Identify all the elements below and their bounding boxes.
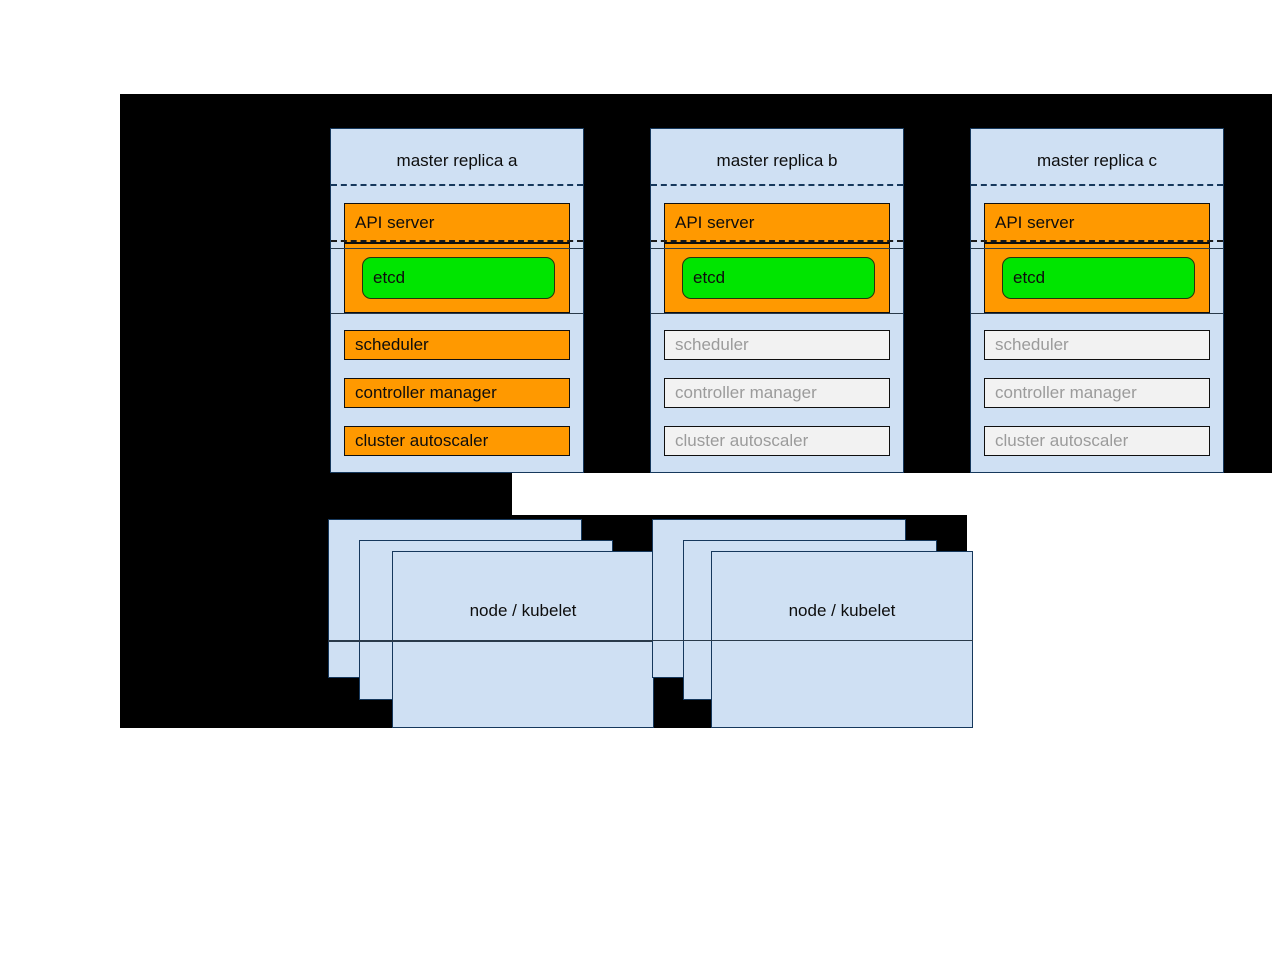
etcd-label-b: etcd xyxy=(693,267,726,287)
cluster-autoscaler-label-b: cluster autoscaler xyxy=(675,430,809,450)
scheduler-label-c: scheduler xyxy=(995,334,1069,354)
master-replica-c-label: master replica c xyxy=(1037,151,1157,170)
etcd-label-c: etcd xyxy=(1013,267,1046,287)
scheduler-box-b[interactable]: scheduler xyxy=(664,330,890,360)
scheduler-box-c[interactable]: scheduler xyxy=(984,330,1210,360)
backdrop-mid-left xyxy=(120,473,512,521)
node-stack-2-divider xyxy=(652,640,973,641)
controller-manager-label-b: controller manager xyxy=(675,382,817,402)
api-server-label-c: API server xyxy=(995,212,1075,232)
api-server-a-dashed-underline xyxy=(331,240,583,242)
cluster-autoscaler-label-c: cluster autoscaler xyxy=(995,430,1129,450)
controller-manager-box-b[interactable]: controller manager xyxy=(664,378,890,408)
master-replica-a-label: master replica a xyxy=(396,151,518,170)
cluster-autoscaler-box-a[interactable]: cluster autoscaler xyxy=(344,426,570,456)
master-replica-b-header-separator xyxy=(651,184,903,186)
etcd-container-b-topline xyxy=(651,248,903,249)
etcd-label-a: etcd xyxy=(373,267,406,287)
api-server-b-dashed-underline xyxy=(651,240,903,242)
cluster-autoscaler-box-b[interactable]: cluster autoscaler xyxy=(664,426,890,456)
node-stack-1-divider xyxy=(328,640,654,642)
controller-manager-label-c: controller manager xyxy=(995,382,1137,402)
scheduler-label-a: scheduler xyxy=(355,334,429,354)
etcd-container-c-bottomline xyxy=(971,313,1223,314)
node-kubelet-label-2: node / kubelet xyxy=(788,601,896,620)
controller-manager-label-a: controller manager xyxy=(355,382,497,402)
scheduler-box-a[interactable]: scheduler xyxy=(344,330,570,360)
etcd-box-c[interactable]: etcd xyxy=(1002,257,1195,299)
etcd-box-a[interactable]: etcd xyxy=(362,257,555,299)
api-server-box-b[interactable]: API server xyxy=(664,203,890,243)
node-kubelet-label-1: node / kubelet xyxy=(469,601,577,620)
master-replica-c-header-separator xyxy=(971,184,1223,186)
api-server-box-a[interactable]: API server xyxy=(344,203,570,243)
etcd-container-a-topline xyxy=(331,248,583,249)
api-server-label-a: API server xyxy=(355,212,435,232)
scheduler-label-b: scheduler xyxy=(675,334,749,354)
etcd-container-a-bottomline xyxy=(331,313,583,314)
controller-manager-box-c[interactable]: controller manager xyxy=(984,378,1210,408)
etcd-container-c-topline xyxy=(971,248,1223,249)
controller-manager-box-a[interactable]: controller manager xyxy=(344,378,570,408)
api-server-box-c[interactable]: API server xyxy=(984,203,1210,243)
node-stack-1-card-front[interactable]: node / kubelet xyxy=(392,551,654,728)
api-server-c-dashed-underline xyxy=(971,240,1223,242)
etcd-box-b[interactable]: etcd xyxy=(682,257,875,299)
etcd-container-b-bottomline xyxy=(651,313,903,314)
cluster-autoscaler-label-a: cluster autoscaler xyxy=(355,430,489,450)
cluster-autoscaler-box-c[interactable]: cluster autoscaler xyxy=(984,426,1210,456)
node-stack-2-card-front[interactable]: node / kubelet xyxy=(711,551,973,728)
master-replica-b-label: master replica b xyxy=(716,151,838,170)
master-replica-a-header-separator xyxy=(331,184,583,186)
api-server-label-b: API server xyxy=(675,212,755,232)
